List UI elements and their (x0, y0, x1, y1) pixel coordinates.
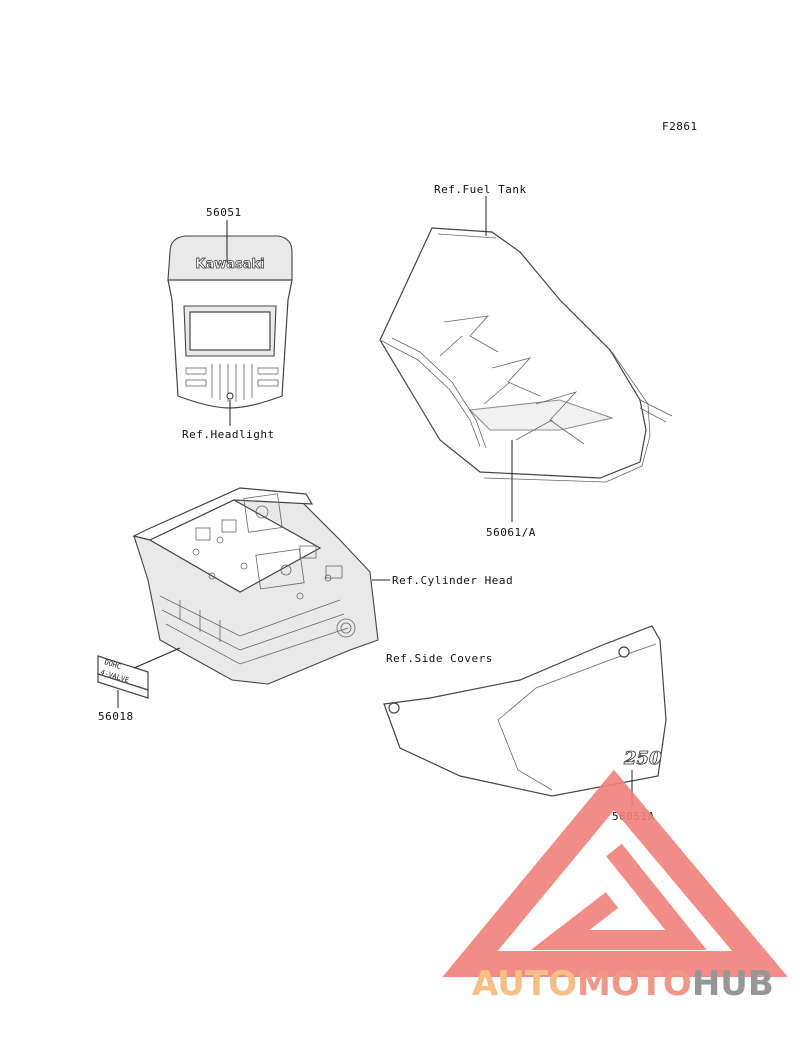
fuel-tank-part-number: 56061/A (486, 526, 536, 539)
side-covers-ref-label: Ref.Side Covers (386, 652, 493, 665)
side-cover-emblem: 250 (623, 748, 662, 769)
figure-code: F2861 (662, 120, 698, 133)
cylinder-head-ref-label: Ref.Cylinder Head (392, 574, 513, 587)
headlight-ref-label: Ref.Headlight (182, 428, 275, 441)
watermark-logo-icon (442, 769, 788, 977)
watermark-moto: MOTO (577, 964, 692, 1004)
watermark-auto: AUTO (472, 964, 577, 1004)
fuel-tank (379, 227, 673, 483)
svg-text:AUTOMOTOHUB: AUTOMOTOHUB (472, 964, 774, 1004)
dohc-label-plate: DOHC 4-VALVE (97, 655, 149, 699)
label-plate-part-number: 56018 (98, 710, 134, 723)
fuel-tank-ref-label: Ref.Fuel Tank (434, 183, 527, 196)
label-plate-leader (133, 647, 181, 669)
side-cover: 250 (383, 625, 667, 797)
cylinder-head (132, 487, 379, 685)
automotohub-watermark: AUTOMOTOHUB (442, 769, 788, 1004)
headlight-part-number: 56051 (206, 206, 242, 219)
watermark-hub: HUB (692, 964, 774, 1004)
headlight-logo: Kawasaki (195, 257, 264, 272)
headlight-cover: Kawasaki (167, 235, 293, 409)
